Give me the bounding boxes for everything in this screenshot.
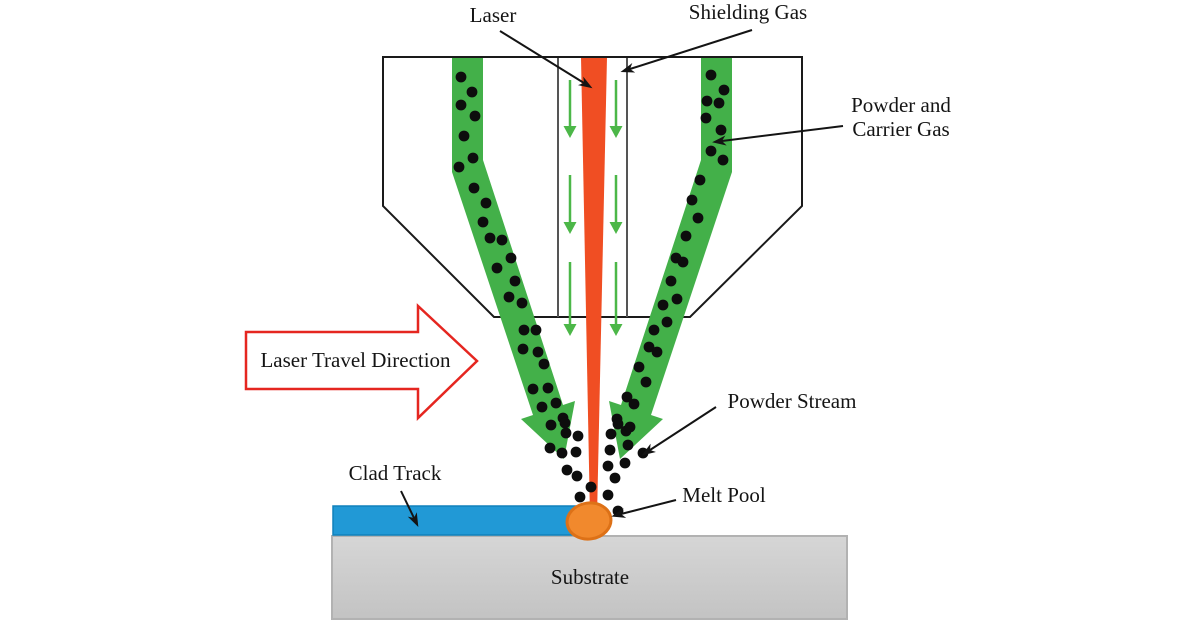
powder-particle-dot xyxy=(621,391,633,403)
powder-particle-dot xyxy=(491,262,503,274)
laser-label: Laser xyxy=(469,3,517,27)
powder-particle-dot xyxy=(612,418,624,430)
powder-particle-dot xyxy=(574,491,586,503)
powder-particle-dot xyxy=(619,457,631,469)
powder-particle-dot xyxy=(686,194,698,206)
powder-particle-dot xyxy=(609,472,621,484)
leader-arrows xyxy=(400,29,844,528)
powder-particle-dot xyxy=(556,447,568,459)
laser-beam xyxy=(581,57,607,517)
powder-dots-right xyxy=(605,69,730,440)
powder-particle-dot xyxy=(694,174,706,186)
powder-particle-dot xyxy=(700,112,712,124)
powder-particle-dot xyxy=(677,256,689,268)
powder-particle-dot xyxy=(455,71,467,83)
travel-direction-label: Laser Travel Direction xyxy=(260,348,451,372)
clad-track-bar xyxy=(332,505,593,536)
powder-particle-dot xyxy=(559,417,571,429)
powder-particle-dot xyxy=(469,110,481,122)
powder-stream-right xyxy=(609,57,732,459)
powder-particle-dot xyxy=(550,397,562,409)
powder-particle-dot xyxy=(713,97,725,109)
powder-particle-dot xyxy=(661,316,673,328)
powder-particle-dot xyxy=(622,439,634,451)
powder-particle-dot xyxy=(572,430,584,442)
powder-particle-dot xyxy=(701,95,713,107)
powder-particle-dot xyxy=(705,69,717,81)
powder-particle-dot xyxy=(516,297,528,309)
melt-pool-ellipse xyxy=(565,501,613,541)
melt-pool-leader-arrow xyxy=(611,499,677,518)
powder-particle-dot xyxy=(651,346,663,358)
laser-leader-arrow xyxy=(499,30,593,89)
powder-particle-dot xyxy=(509,275,521,287)
powder-carrier-gas-label-line1: Powder and xyxy=(851,93,951,117)
powder-particle-dot xyxy=(517,343,529,355)
powder-particle-dot xyxy=(715,124,727,136)
powder-particle-dot xyxy=(605,428,617,440)
powder-particle-dot xyxy=(545,419,557,431)
powder-particle-dot xyxy=(518,324,530,336)
powder-particle-dot xyxy=(542,382,554,394)
powder-carrier-gas-label: Powder and Carrier Gas xyxy=(821,93,981,141)
powder-particle-dot xyxy=(718,84,730,96)
powder-particle-dot xyxy=(480,197,492,209)
powder-particle-dot xyxy=(571,470,583,482)
powder-particle-dot xyxy=(458,130,470,142)
powder-stream-label: Powder Stream xyxy=(727,389,857,413)
powder-particle-dot xyxy=(624,421,636,433)
powder-particle-dot xyxy=(680,230,692,242)
powder-particle-dot xyxy=(717,154,729,166)
powder-particle-dot xyxy=(496,234,508,246)
powder-particle-dot xyxy=(477,216,489,228)
powder-particle-dot xyxy=(538,358,550,370)
powder-particle-dot xyxy=(602,489,614,501)
clad-track-label: Clad Track xyxy=(348,461,442,485)
powder-particle-dot xyxy=(585,481,597,493)
powder-particle-dot xyxy=(455,99,467,111)
powder-particle-dot xyxy=(648,324,660,336)
shielding-gas-label: Shielding Gas xyxy=(688,0,808,24)
powder-particle-dot xyxy=(628,398,640,410)
clad-track-leader-arrow xyxy=(400,490,419,528)
powder-particle-dot xyxy=(536,401,548,413)
powder-particle-dot xyxy=(468,182,480,194)
travel-direction-arrow xyxy=(244,303,479,421)
shielding-gas-leader-arrow xyxy=(620,29,753,73)
powder-carrier-gas-label-line2: Carrier Gas xyxy=(852,117,950,142)
powder-particle-dot xyxy=(467,152,479,164)
powder-particle-dot xyxy=(570,446,582,458)
powder-particle-dot xyxy=(530,324,542,336)
shielding-gas-arrows xyxy=(563,80,623,336)
powder-particle-dot xyxy=(532,346,544,358)
powder-particle-dot xyxy=(602,460,614,472)
powder-particle-dot xyxy=(527,383,539,395)
powder-particle-dot xyxy=(657,299,669,311)
powder-particle-dot xyxy=(505,252,517,264)
powder-particle-dot xyxy=(643,341,655,353)
powder-particle-dot xyxy=(665,275,677,287)
powder-particle-dot xyxy=(466,86,478,98)
powder-particle-dot xyxy=(604,444,616,456)
powder-stream-leader-arrow xyxy=(641,406,717,456)
powder-particle-dot xyxy=(561,464,573,476)
powder-particle-dot xyxy=(560,427,572,439)
powder-particle-dot xyxy=(640,376,652,388)
powder-particle-dot xyxy=(484,232,496,244)
powder-particle-dot xyxy=(705,145,717,157)
powder-dots-left xyxy=(453,71,572,439)
powder-carrier-leader-arrow xyxy=(712,125,844,146)
powder-particle-dot xyxy=(544,442,556,454)
substrate-label: Substrate xyxy=(550,565,630,589)
powder-particle-dot xyxy=(453,161,465,173)
powder-particle-dot xyxy=(503,291,515,303)
melt-pool-label: Melt Pool xyxy=(682,483,766,507)
substrate-block xyxy=(331,535,848,620)
powder-particle-dot xyxy=(671,293,683,305)
powder-particle-dot xyxy=(692,212,704,224)
powder-particle-dot xyxy=(637,447,649,459)
powder-particle-dot xyxy=(633,361,645,373)
